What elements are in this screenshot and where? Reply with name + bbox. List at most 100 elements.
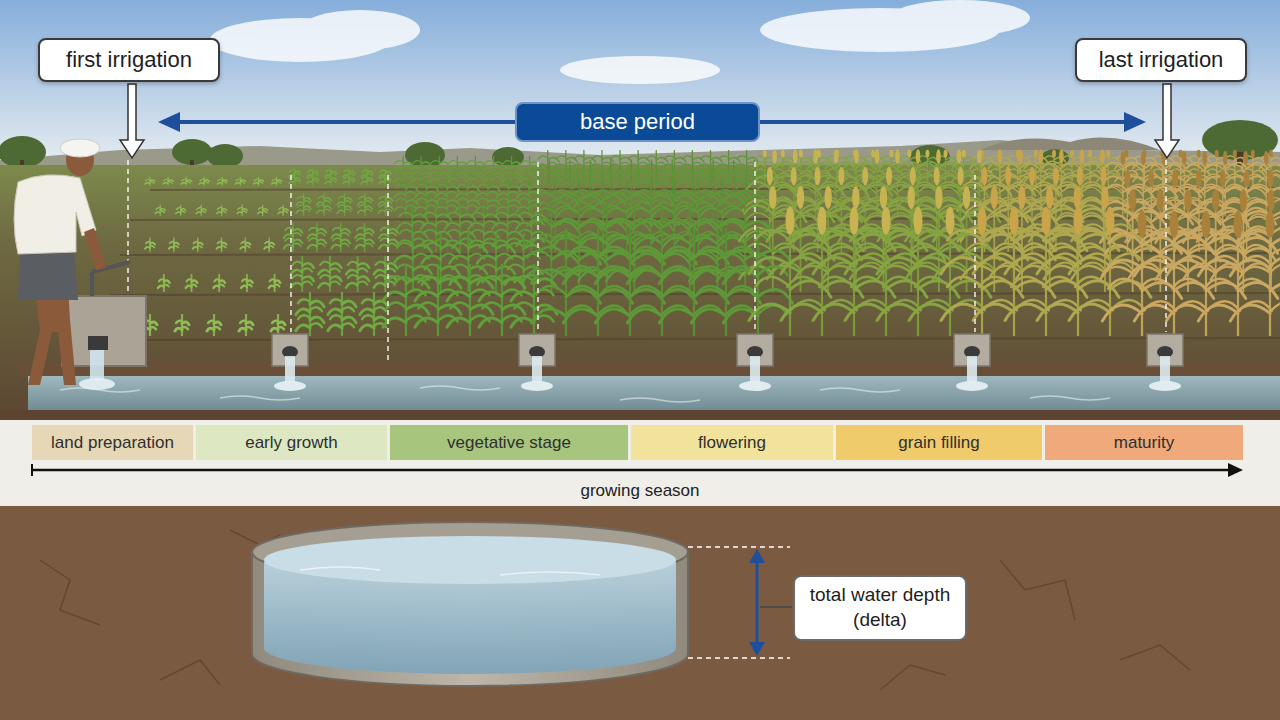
crop-leaf	[199, 183, 204, 184]
grain-head	[1039, 149, 1044, 164]
crop-leaf	[484, 167, 494, 171]
crop-leaf	[181, 183, 186, 184]
crop-leaf	[455, 193, 467, 198]
crop-leaf	[1008, 156, 1018, 159]
crop-leaf	[484, 178, 494, 182]
crop-leaf	[455, 207, 467, 212]
crop-stem	[495, 233, 497, 292]
crop-leaf	[718, 169, 733, 174]
crop-stem	[467, 179, 468, 216]
crop-leaf	[747, 213, 770, 220]
crop-leaf	[326, 170, 331, 172]
crop-leaf	[421, 173, 431, 177]
crop-leaf	[361, 175, 367, 177]
crop-leaf	[399, 230, 412, 234]
crop-leaf	[396, 198, 406, 201]
crop-plant	[484, 156, 503, 186]
crop-leaf	[646, 156, 656, 159]
crop-leaf	[531, 182, 549, 189]
crop-leaf	[914, 182, 937, 189]
crop-leaf	[403, 166, 411, 169]
crop-leaf	[283, 211, 287, 213]
crop-leaf	[237, 212, 242, 213]
grain-head	[1196, 169, 1202, 187]
crop-leaf	[1207, 156, 1217, 159]
crop-leaf	[613, 182, 631, 189]
crop-leaf	[475, 166, 483, 169]
crop-leaf	[240, 247, 245, 249]
crop-leaf	[163, 183, 168, 184]
crop-leaf	[320, 275, 330, 278]
crop-leaf	[590, 171, 608, 178]
crop-leaf	[277, 180, 282, 181]
crop-leaf	[278, 212, 283, 213]
crop-leaf	[219, 280, 225, 282]
crop-leaf	[345, 209, 351, 211]
grain-head	[1264, 151, 1269, 165]
crop-leaf	[425, 243, 441, 248]
crop-leaf	[683, 156, 693, 159]
crop-leaf	[164, 179, 168, 181]
crop-leaf	[1225, 169, 1235, 172]
crop-plant	[253, 177, 263, 186]
crop-leaf	[439, 173, 449, 177]
crop-leaf	[448, 167, 458, 171]
crop-stem	[218, 274, 220, 292]
crop-leaf	[676, 208, 699, 217]
crop-leaf	[570, 171, 588, 178]
crop-leaf	[512, 166, 520, 169]
crop-leaf	[295, 174, 300, 176]
crop-leaf	[308, 170, 313, 172]
crop-leaf	[330, 276, 342, 281]
crop-leaf	[394, 207, 406, 212]
crop-leaf	[439, 162, 449, 166]
crop-leaf	[302, 281, 312, 284]
crop-stem	[274, 274, 276, 292]
crop-leaf	[699, 164, 711, 169]
crop-leaf	[338, 205, 344, 207]
crop-stem	[710, 150, 711, 186]
crop-leaf	[555, 219, 579, 226]
crop-leaf	[520, 167, 530, 171]
crop-leaf	[1084, 161, 1102, 166]
crop-plant	[654, 160, 690, 216]
crop-leaf	[448, 178, 458, 182]
crop-leaf	[222, 211, 226, 213]
crop-leaf	[359, 205, 365, 207]
crop-leaf	[318, 205, 324, 207]
crop-leaf	[214, 279, 219, 281]
crop-leaf	[900, 161, 918, 166]
crop-plant	[604, 181, 650, 252]
crop-leaf	[385, 268, 395, 271]
crop-leaf	[379, 245, 388, 249]
grain-head	[1215, 150, 1219, 158]
crop-leaf	[379, 234, 388, 238]
hill	[980, 138, 1160, 151]
crop-leaf	[318, 283, 330, 288]
crop-leaf	[222, 243, 227, 245]
crop-leaf	[291, 283, 303, 288]
grain-head	[854, 149, 859, 164]
crop-leaf	[331, 171, 337, 173]
crop-leaf	[441, 245, 460, 253]
crop-leaf	[365, 243, 373, 246]
crop-leaf	[1207, 169, 1217, 172]
crop-leaf	[475, 173, 485, 177]
crop-leaf	[168, 181, 172, 183]
crop-leaf	[496, 245, 515, 253]
crop-leaf	[421, 166, 429, 169]
crop-plant	[645, 150, 668, 186]
crop-leaf	[666, 219, 690, 226]
crop-leaf	[475, 162, 485, 166]
crop-leaf	[393, 178, 403, 182]
crop-leaf	[313, 180, 318, 182]
crop-leaf	[355, 234, 364, 238]
crop-leaf	[1171, 156, 1181, 159]
crop-leaf	[254, 179, 258, 181]
crop-stem	[493, 156, 494, 186]
crop-plant	[155, 205, 165, 216]
grain-head	[1202, 151, 1207, 165]
crop-leaf	[217, 242, 221, 244]
crop-plant	[448, 156, 467, 186]
crop-leaf	[416, 198, 426, 201]
